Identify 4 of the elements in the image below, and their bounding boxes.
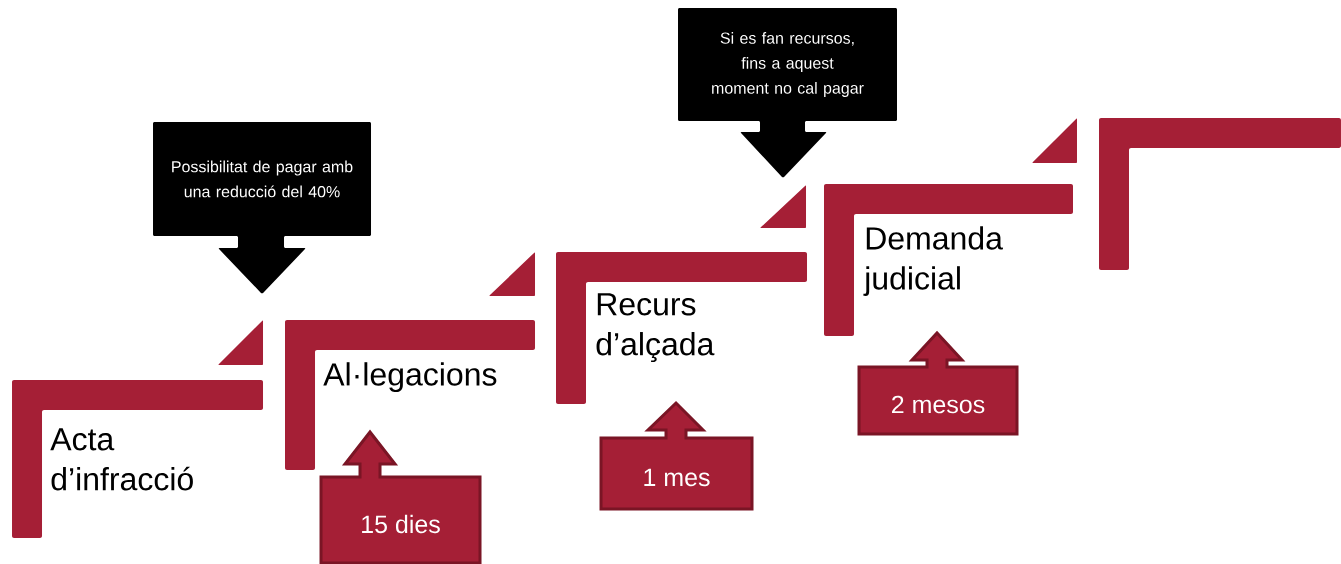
- up-arrow-callout: 15 dies: [319, 429, 482, 564]
- up-arrow-callout: 2 mesos: [857, 330, 1019, 436]
- up-arrow-callout: 1 mes: [599, 400, 754, 511]
- step-shape: [1099, 118, 1341, 270]
